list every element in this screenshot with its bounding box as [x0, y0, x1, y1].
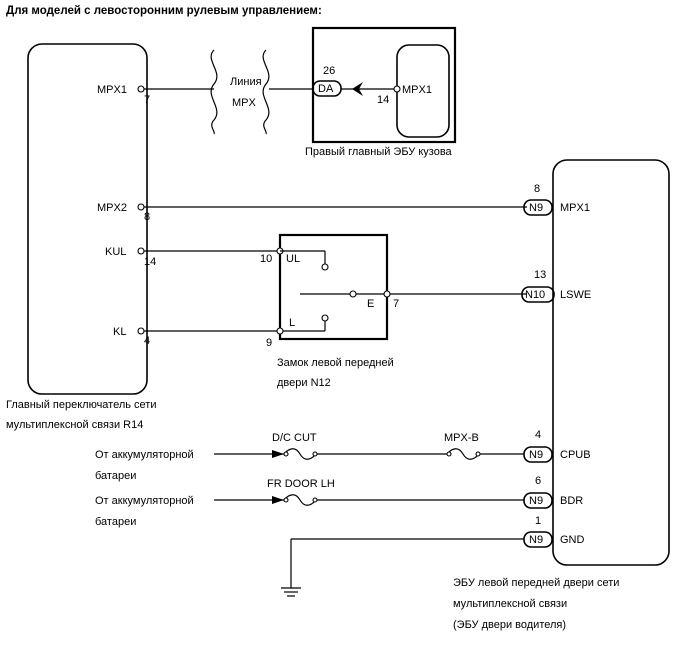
- pin-num-7: 7: [144, 94, 150, 106]
- battery2-label-line2: батареи: [95, 516, 136, 528]
- door-lock-pin-7: 7: [393, 298, 399, 310]
- terminal-mpx2: [137, 203, 145, 211]
- connector-n9-cpub: [523, 446, 553, 463]
- fuse-dc-cut-end-a: [283, 451, 289, 457]
- pin-label-kl: KL: [113, 326, 126, 338]
- connector-n10-label: N10: [525, 289, 545, 301]
- fuse-fr-door-lh-icon: [283, 494, 317, 506]
- battery1-arrow-icon: [272, 450, 284, 458]
- terminal-body-mpx1: [393, 85, 401, 93]
- door-ecu-label-line1: ЭБУ левой передней двери сети: [453, 577, 619, 589]
- main-switch-block: [27, 43, 148, 395]
- connector-arrow-icon: [352, 82, 363, 96]
- fuse-mpx-b-end-a: [446, 451, 452, 457]
- terminal-e: [383, 290, 391, 298]
- door-lock-block: [278, 233, 389, 341]
- pin-num-4: 4: [144, 335, 150, 347]
- door-ecu-pin-1: 1: [535, 515, 541, 527]
- lock-l-contact: [321, 314, 329, 322]
- fuse-dc-cut-end-b: [312, 451, 318, 457]
- door-ecu-pin-8: 8: [534, 183, 540, 195]
- connector-n9-gnd-label: N9: [529, 534, 543, 546]
- lock-ul-contact: [321, 263, 329, 271]
- connector-pin-26: 26: [323, 65, 335, 77]
- main-switch-label-line1: Главный переключатель сети: [6, 399, 157, 411]
- connector-n9-bdr: [523, 492, 553, 509]
- body-ecu-pin-name: MPX1: [402, 84, 432, 96]
- door-ecu-bdr-label: BDR: [560, 495, 583, 507]
- connector-n9-cpub-label: N9: [529, 449, 543, 461]
- pin-label-mpx2: MPX2: [97, 202, 127, 214]
- fuse-mpx-b-end-b: [475, 451, 481, 457]
- door-ecu-label-line3: (ЭБУ двери водителя): [453, 619, 566, 631]
- door-lock-l-label: L: [289, 317, 295, 329]
- door-lock-label-line2: двери N12: [277, 377, 331, 389]
- door-ecu-pin-6: 6: [535, 475, 541, 487]
- lock-e-contact: [349, 290, 357, 298]
- door-lock-ul-label: UL: [286, 253, 300, 265]
- fuse-mpx-b-label: MPX-B: [444, 432, 479, 444]
- battery1-label-line2: батареи: [95, 470, 136, 482]
- door-ecu-mpx1-label: MPX1: [560, 202, 590, 214]
- pin-num-14: 14: [144, 256, 156, 268]
- door-ecu-pin-13: 13: [534, 269, 546, 281]
- connector-n9-mpx1-label: N9: [529, 202, 543, 214]
- fuse-fr-door-lh-end-a: [283, 497, 289, 503]
- connector-da-label: DA: [318, 83, 334, 95]
- terminal-kul: [137, 247, 145, 255]
- pin-label-kul: KUL: [105, 246, 126, 258]
- door-ecu-label-line2: мультиплексной связи: [453, 598, 567, 610]
- fuse-mpx-b-icon: [446, 448, 480, 460]
- line-label-2: MPX: [232, 97, 257, 109]
- connector-n9-mpx1: [523, 199, 553, 216]
- connector-n9-bdr-label: N9: [529, 495, 543, 507]
- connector-n10-lswe: [521, 286, 555, 303]
- pin-num-8: 8: [144, 211, 150, 223]
- terminal-kl: [137, 327, 145, 335]
- body-ecu-pin-num: 14: [377, 94, 389, 106]
- fuse-dc-cut-icon: [283, 448, 317, 460]
- battery2-arrow-icon: [272, 496, 284, 504]
- break-line-left: [210, 49, 218, 135]
- terminal-mpx1: [137, 85, 145, 93]
- door-ecu-lswe-label: LSWE: [560, 289, 591, 301]
- door-ecu-block: [552, 159, 670, 566]
- door-lock-e-label: E: [367, 298, 374, 310]
- door-ecu-cpub-label: CPUB: [560, 449, 591, 461]
- battery1-label-line1: От аккумуляторной: [95, 449, 194, 461]
- door-ecu-pin-4: 4: [535, 429, 541, 441]
- break-line-right: [262, 49, 270, 135]
- battery2-label-line1: От аккумуляторной: [95, 495, 194, 507]
- fuse-fr-door-lh-label: FR DOOR LH: [267, 478, 335, 490]
- door-lock-label-line1: Замок левой передней: [277, 357, 394, 369]
- pin-label-mpx1: MPX1: [97, 84, 127, 96]
- main-switch-label-line2: мультиплексной связи R14: [6, 419, 143, 431]
- door-lock-pin-10: 10: [260, 253, 272, 265]
- fuse-fr-door-lh-end-b: [312, 497, 318, 503]
- line-label-1: Линия: [230, 76, 262, 88]
- terminal-l: [276, 327, 284, 335]
- fuse-dc-cut-label: D/C CUT: [272, 432, 317, 444]
- door-lock-pin-9: 9: [266, 337, 272, 349]
- diagram-title: Для моделей с левосторонним рулевым упра…: [6, 5, 322, 17]
- body-ecu-label: Правый главный ЭБУ кузова: [305, 146, 453, 158]
- door-ecu-gnd-label: GND: [560, 534, 585, 546]
